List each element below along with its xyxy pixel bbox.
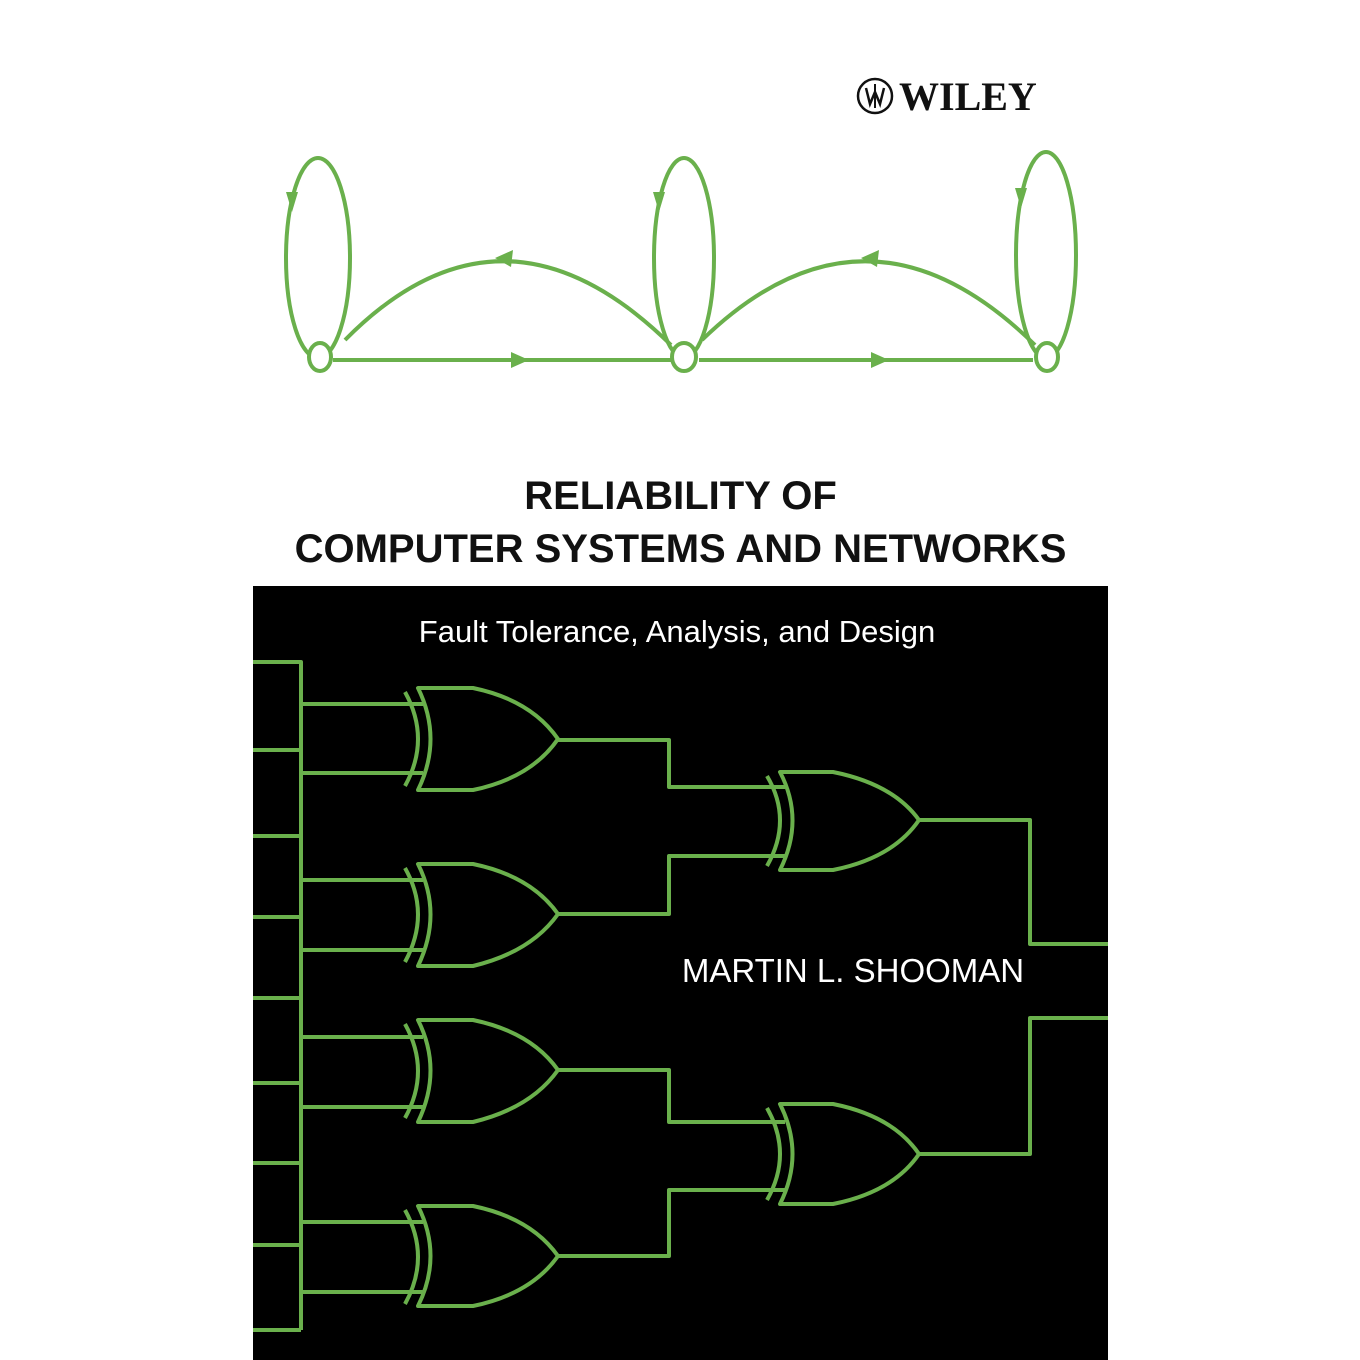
state-node-3 [1034,341,1060,373]
arrow-forward-2 [871,352,889,368]
title-line-2: COMPUTER SYSTEMS AND NETWORKS [294,527,1067,571]
wire-b-to-e [558,854,785,916]
xor-gate-a [403,686,560,792]
gate-inputs-3 [301,1035,423,1109]
title-line-1: RELIABILITY OF [524,474,837,518]
arrow-loop-3 [1015,188,1027,208]
arrow-loop-1 [286,192,298,212]
wire-a-to-e [558,738,785,789]
xor-gate-e [765,770,921,872]
xor-gate-b [403,862,560,968]
input-bus [253,660,303,1332]
arrow-backward-2 [861,250,879,267]
markov-state-diagram [284,150,1078,373]
output-f [919,1016,1108,1156]
xor-gate-f [765,1102,921,1206]
output-e [919,818,1108,946]
gate-inputs-4 [301,1220,423,1294]
arrow-forward-1 [511,352,529,368]
arrow-loop-2 [653,192,665,212]
state-node-1 [307,341,333,373]
gate-inputs-1 [301,702,423,775]
cover-bottom-panel [253,586,1108,1360]
publisher-name: WILEY [899,73,1037,119]
wire-d-to-f [558,1188,785,1258]
xor-gate-d [403,1204,560,1308]
book-author: MARTIN L. SHOOMAN [681,952,1025,989]
xor-gate-c [403,1018,560,1124]
gate-inputs-2 [301,878,423,952]
arrow-backward-1 [495,250,513,267]
state-node-2 [670,341,698,373]
book-title: RELIABILITY OF COMPUTER SYSTEMS AND NETW… [253,470,1108,576]
publisher-logo: WILEY [855,73,1037,119]
book-cover: WILEY RELIABILITY OF COMPUTER SYSTEMS AN… [253,0,1108,1360]
cover-top-panel [253,0,1108,586]
book-subtitle: Fault Tolerance, Analysis, and Design [418,614,936,649]
wiley-seal-icon [856,77,894,115]
wire-c-to-f [558,1068,785,1124]
xor-gate-tree [253,660,1108,1332]
